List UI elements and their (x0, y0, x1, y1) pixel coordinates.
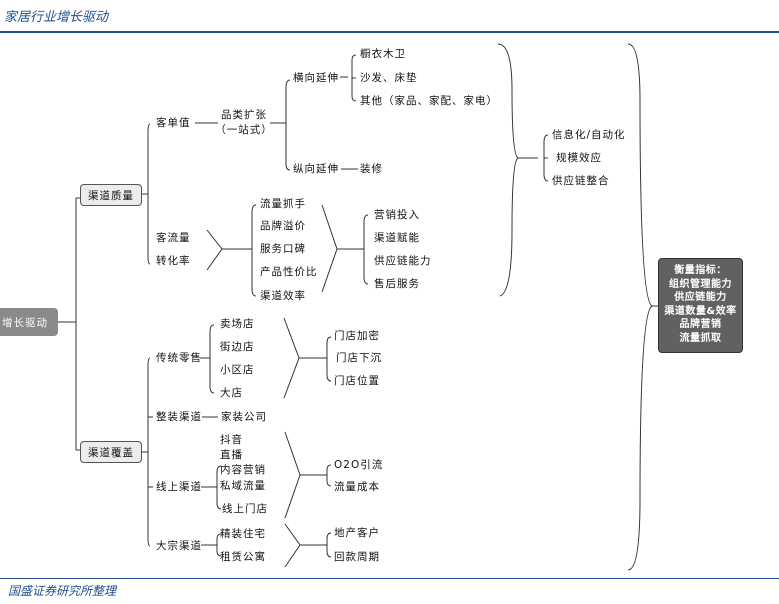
metrics-box: 衡量指标： 组织管理能力 供应链能力 渠道数量&效率 品牌营销 流量抓取 (658, 258, 743, 353)
retail-item: 小区店 (220, 364, 255, 376)
vertical-item: 装修 (360, 163, 383, 175)
metrics-item: 供应链能力 (674, 292, 727, 303)
horizontal-item: 橱衣木卫 (360, 48, 406, 60)
online-item: 抖音 (220, 434, 243, 446)
bulk-item: 精装住宅 (220, 528, 266, 540)
footer-rule (0, 578, 779, 579)
metrics-item: 渠道数量&效率 (664, 305, 737, 317)
bracket-traffic-results (358, 214, 369, 285)
chevron-factors (321, 204, 338, 293)
retail-result: 门店位置 (334, 375, 380, 387)
traffic-label: 客流量 (156, 232, 191, 244)
traffic-result: 供应链能力 (374, 255, 432, 267)
vertical-label: 纵向延伸 (293, 163, 339, 175)
quality-result: 供应链整合 (552, 175, 610, 187)
horizontal-item: 其他（家品、家配、家电） (360, 95, 498, 107)
conversion-label: 转化率 (156, 255, 191, 267)
metrics-item: 组织管理能力 (669, 278, 732, 290)
chevron-retail (283, 317, 300, 399)
bulk-result: 回款周期 (334, 551, 380, 563)
metrics-item: 品牌营销 (679, 319, 722, 330)
retail-item: 大店 (220, 387, 243, 399)
expansion-label-2: （一站式） (215, 124, 273, 136)
bracket-quality-results (543, 134, 549, 182)
traffic-factor: 渠道效率 (260, 290, 306, 302)
traffic-factor: 流量抓手 (260, 198, 306, 210)
traffic-result: 营销投入 (374, 209, 420, 221)
retail-result: 门店下沉 (336, 352, 382, 364)
bulk-label: 大宗渠道 (156, 540, 202, 552)
retail-result: 门店加密 (334, 330, 380, 342)
brace-quality-results (497, 43, 520, 297)
horizontal-item: 沙发、床垫 (360, 72, 418, 84)
bracket-traffic-factors (246, 204, 257, 297)
horizontal-label: 横向延伸 (293, 72, 339, 84)
retail-label: 传统零售 (156, 352, 202, 364)
bracket-horizontal (351, 54, 357, 102)
online-result: 流量成本 (334, 481, 380, 493)
bracket-retail-results (322, 336, 332, 382)
quality-result: 信息化/自动化 (552, 129, 626, 141)
header-rule (0, 31, 779, 33)
online-item: 直播 (220, 449, 243, 461)
bracket-quality (147, 123, 151, 265)
chevron-bulk (284, 523, 301, 568)
retail-item: 街边店 (220, 341, 255, 353)
bracket-coverage (147, 357, 153, 547)
bulk-item: 租赁公寓 (220, 551, 266, 563)
online-label: 线上渠道 (156, 481, 202, 493)
traffic-result: 售后服务 (374, 278, 420, 290)
bracket-retail (206, 324, 215, 394)
online-item: 私域流量 (220, 480, 266, 492)
traffic-result: 渠道赋能 (374, 232, 420, 244)
bracket-online-results (322, 464, 332, 487)
metrics-title: 衡量指标： (674, 265, 727, 276)
unit-value-label: 客单值 (156, 117, 191, 129)
root-node: 增长驱动 (0, 308, 58, 336)
chevron-online (284, 431, 301, 519)
bracket-bulk (212, 533, 222, 557)
source-note: 国盛证券研究所整理 (8, 584, 117, 598)
decor-label: 整装渠道 (156, 411, 202, 423)
metrics-item: 流量抓取 (679, 332, 722, 344)
traffic-factor: 产品性价比 (260, 266, 318, 278)
traffic-factor: 品牌溢价 (260, 220, 306, 232)
retail-item: 卖场店 (220, 318, 255, 330)
bracket-root (70, 197, 80, 451)
bracket-expansion (284, 79, 291, 171)
online-item: 内容营销 (220, 464, 266, 476)
online-result: O2O引流 (334, 459, 384, 471)
page-title: 家居行业增长驱动 (4, 10, 109, 25)
decor-item: 家装公司 (221, 411, 267, 423)
quality-result: 规模效应 (556, 152, 602, 164)
coverage-node: 渠道覆盖 (80, 441, 142, 463)
expansion-label-1: 品类扩张 (221, 109, 267, 121)
quality-node: 渠道质量 (80, 184, 142, 206)
bracket-online (212, 465, 222, 510)
bracket-bulk-results (322, 532, 332, 558)
traffic-factor: 服务口碑 (260, 243, 306, 255)
online-item: 线上门店 (222, 503, 268, 515)
bulk-result: 地产客户 (334, 527, 380, 539)
brace-metrics (627, 43, 654, 571)
chevron-traffic (206, 229, 223, 271)
